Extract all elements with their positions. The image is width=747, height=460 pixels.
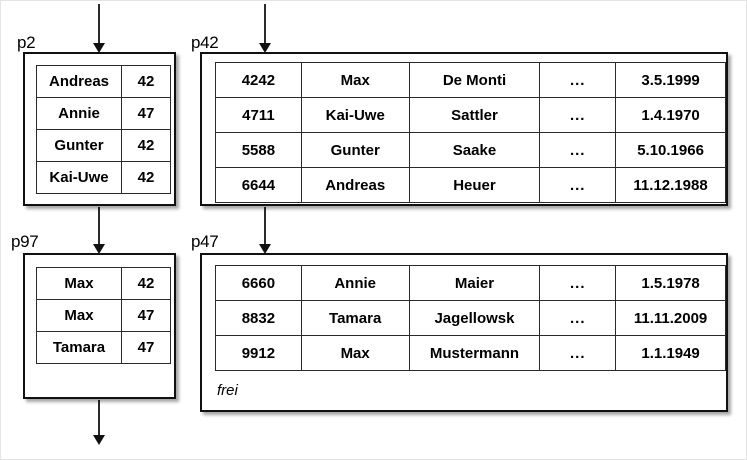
cell-id: 4711 — [215, 97, 302, 133]
table-row: 9912 Max Mustermann ... 1.1.1949 — [215, 335, 726, 371]
cell-key: Max — [36, 267, 122, 300]
cell-lastname: Heuer — [408, 167, 541, 203]
cell-date: 11.11.2009 — [615, 300, 726, 336]
cell-value: 47 — [121, 97, 171, 130]
cell-date: 11.12.1988 — [615, 167, 726, 203]
cell-firstname: Kai-Uwe — [300, 97, 410, 133]
index-table-p97: Max 42 Max 47 Tamara 47 — [36, 267, 171, 364]
table-row: Andreas 42 — [36, 65, 171, 98]
table-row: 5588 Gunter Saake ... 5.10.1966 — [215, 132, 726, 168]
cell-id: 8832 — [215, 300, 302, 336]
cell-more: ... — [539, 132, 617, 168]
cell-value: 42 — [121, 129, 171, 162]
table-row: 6660 Annie Maier ... 1.5.1978 — [215, 265, 726, 301]
table-row: Gunter 42 — [36, 129, 171, 162]
page-box-p97: Max 42 Max 47 Tamara 47 — [23, 253, 176, 399]
cell-more: ... — [539, 300, 617, 336]
cell-lastname: Sattler — [408, 97, 541, 133]
cell-more: ... — [539, 335, 617, 371]
table-row: 8832 Tamara Jagellowsk ... 11.11.2009 — [215, 300, 726, 336]
table-row: 4242 Max De Monti ... 3.5.1999 — [215, 62, 726, 98]
arrow-out-of-p97 — [98, 400, 100, 436]
arrow-into-p2 — [98, 4, 100, 44]
cell-value: 42 — [121, 267, 171, 300]
cell-date: 1.5.1978 — [615, 265, 726, 301]
index-table-p2: Andreas 42 Annie 47 Gunter 42 Kai-Uwe 42 — [36, 65, 171, 194]
cell-firstname: Annie — [300, 265, 410, 301]
cell-lastname: De Monti — [408, 62, 541, 98]
cell-lastname: Mustermann — [408, 335, 541, 371]
cell-id: 6644 — [215, 167, 302, 203]
cell-more: ... — [539, 265, 617, 301]
arrow-into-p42 — [264, 4, 266, 44]
arrow-p2-to-p97 — [98, 207, 100, 245]
cell-date: 1.4.1970 — [615, 97, 726, 133]
cell-key: Gunter — [36, 129, 122, 162]
cell-lastname: Saake — [408, 132, 541, 168]
cell-firstname: Gunter — [300, 132, 410, 168]
page-label-p47: p47 — [191, 232, 219, 251]
table-row: 6644 Andreas Heuer ... 11.12.1988 — [215, 167, 726, 203]
cell-value: 47 — [121, 331, 171, 364]
table-row: Annie 47 — [36, 97, 171, 130]
cell-key: Annie — [36, 97, 122, 130]
cell-id: 5588 — [215, 132, 302, 168]
cell-key: Kai-Uwe — [36, 161, 122, 194]
cell-key: Andreas — [36, 65, 122, 98]
table-row: 4711 Kai-Uwe Sattler ... 1.4.1970 — [215, 97, 726, 133]
cell-value: 47 — [121, 299, 171, 332]
table-row: Tamara 47 — [36, 331, 171, 364]
cell-id: 9912 — [215, 335, 302, 371]
cell-id: 4242 — [215, 62, 302, 98]
data-table-p42: 4242 Max De Monti ... 3.5.1999 4711 Kai-… — [215, 62, 726, 203]
table-row: Max 47 — [36, 299, 171, 332]
page-label-p42: p42 — [191, 33, 219, 52]
cell-value: 42 — [121, 65, 171, 98]
cell-firstname: Max — [300, 62, 410, 98]
page-box-p42: 4242 Max De Monti ... 3.5.1999 4711 Kai-… — [200, 52, 728, 206]
data-table-p47: 6660 Annie Maier ... 1.5.1978 8832 Tamar… — [215, 265, 726, 371]
cell-more: ... — [539, 167, 617, 203]
cell-id: 6660 — [215, 265, 302, 301]
cell-lastname: Jagellowsk — [408, 300, 541, 336]
cell-firstname: Andreas — [300, 167, 410, 203]
table-row: Max 42 — [36, 267, 171, 300]
arrow-p42-to-p47 — [264, 207, 266, 245]
cell-more: ... — [539, 62, 617, 98]
page-box-p47: 6660 Annie Maier ... 1.5.1978 8832 Tamar… — [200, 253, 728, 412]
cell-date: 5.10.1966 — [615, 132, 726, 168]
cell-key: Tamara — [36, 331, 122, 364]
page-label-p97: p97 — [11, 232, 39, 251]
cell-firstname: Tamara — [300, 300, 410, 336]
page-label-p2: p2 — [17, 33, 36, 52]
cell-more: ... — [539, 97, 617, 133]
table-row: Kai-Uwe 42 — [36, 161, 171, 194]
cell-lastname: Maier — [408, 265, 541, 301]
cell-value: 42 — [121, 161, 171, 194]
cell-key: Max — [36, 299, 122, 332]
page-box-p2: Andreas 42 Annie 47 Gunter 42 Kai-Uwe 42 — [23, 52, 176, 206]
cell-date: 3.5.1999 — [615, 62, 726, 98]
free-space-label: frei — [217, 382, 238, 399]
cell-date: 1.1.1949 — [615, 335, 726, 371]
cell-firstname: Max — [300, 335, 410, 371]
